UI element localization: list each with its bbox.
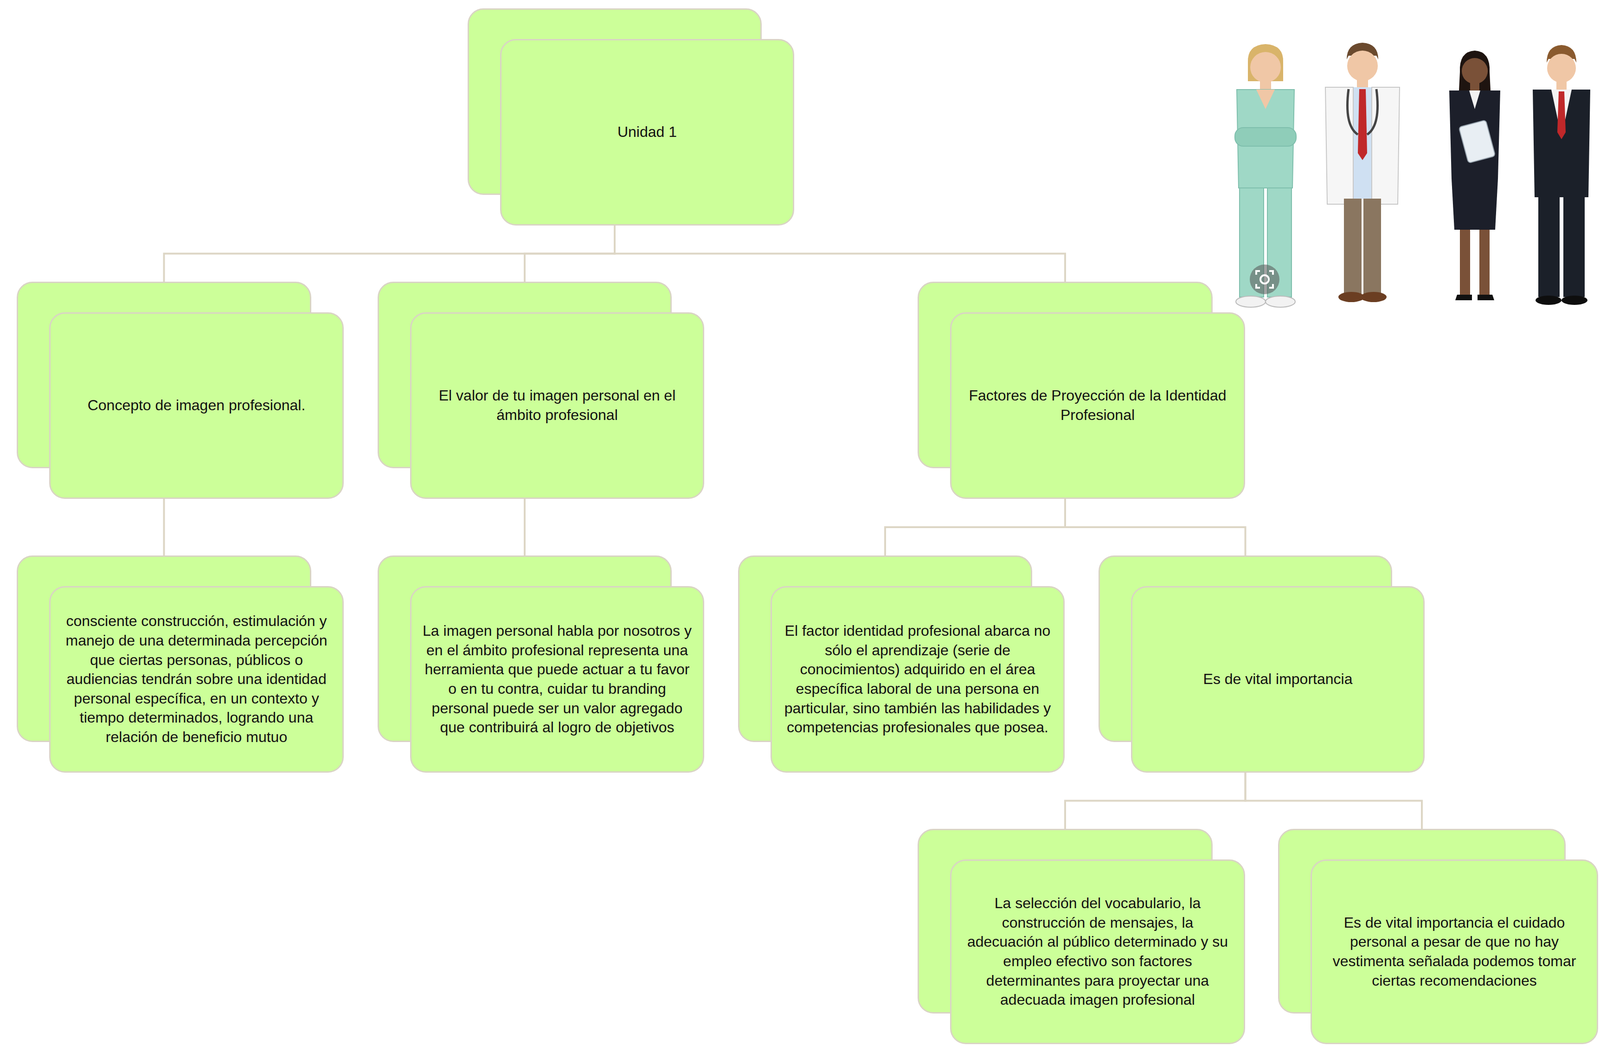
card-text: Concepto de imagen profesional. [87, 395, 306, 416]
front-card: La imagen personal habla por nosotros y … [410, 585, 705, 773]
tree-connector [1065, 772, 1246, 829]
card-text: consciente construcción, estimulación y … [61, 611, 332, 747]
card-text: El factor identidad profesional abarca n… [783, 621, 1053, 738]
doctor-figure [1325, 42, 1400, 303]
front-card: Concepto de imagen profesional. [49, 312, 344, 499]
front-card: El valor de tu imagen personal en el ámb… [410, 312, 705, 499]
concept-card: Unidad 1 [467, 8, 795, 226]
businessman-figure [1532, 44, 1591, 305]
tree-connector [164, 225, 616, 282]
concept-card: El factor identidad profesional abarca n… [738, 555, 1065, 773]
card-text: Es de vital importancia el cuidado perso… [1323, 912, 1586, 990]
concept-card: El valor de tu imagen personal en el ámb… [377, 281, 705, 499]
front-card: Factores de Proyección de la Identidad P… [950, 312, 1246, 499]
concept-card: Concepto de imagen profesional. [16, 281, 344, 499]
tree-connector [163, 498, 166, 556]
tree-connector [523, 498, 526, 556]
lens-icon [1249, 264, 1280, 295]
concept-card: La imagen personal habla por nosotros y … [377, 555, 705, 773]
tree-connector [1065, 498, 1246, 556]
tree-connector [1245, 772, 1423, 829]
concept-card: consciente construcción, estimulación y … [16, 555, 344, 773]
card-text: Es de vital importancia [1203, 669, 1353, 689]
concept-card: Es de vital importancia [1098, 555, 1425, 773]
concept-card: La selección del vocabulario, la constru… [917, 828, 1246, 1044]
front-card: La selección del vocabulario, la constru… [950, 859, 1246, 1044]
tree-connector [614, 225, 1066, 282]
front-card: El factor identidad profesional abarca n… [770, 585, 1065, 773]
businesswoman-figure [1449, 50, 1501, 301]
nurse-figure [1234, 44, 1297, 308]
card-text: La imagen personal habla por nosotros y … [422, 621, 692, 738]
front-card: consciente construcción, estimulación y … [49, 585, 344, 773]
tree-connector [885, 498, 1066, 556]
front-card: Es de vital importancia el cuidado perso… [1310, 859, 1599, 1044]
front-card: Es de vital importancia [1130, 585, 1425, 773]
card-text: Unidad 1 [617, 122, 677, 142]
card-text: El valor de tu imagen personal en el ámb… [422, 385, 692, 425]
tree-connector [524, 225, 615, 282]
concept-card: Es de vital importancia el cuidado perso… [1278, 828, 1599, 1044]
card-text: Factores de Proyección de la Identidad P… [962, 385, 1233, 425]
card-text: La selección del vocabulario, la constru… [962, 893, 1233, 1010]
concept-card: Factores de Proyección de la Identidad P… [917, 281, 1246, 499]
front-card: Unidad 1 [500, 38, 795, 226]
